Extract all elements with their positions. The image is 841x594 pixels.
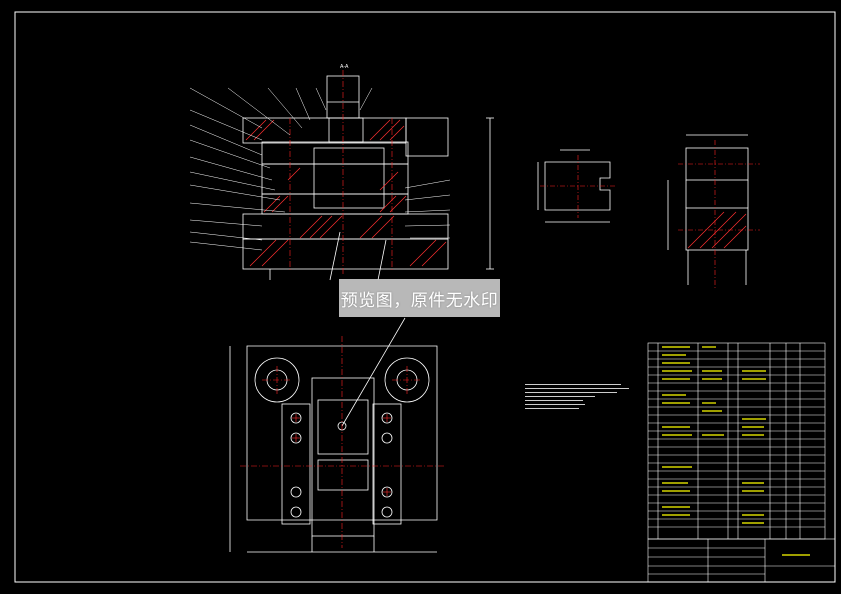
parts-list-text-marks — [662, 346, 810, 556]
strip-centerlines — [678, 140, 760, 290]
blank-part-sketch — [537, 149, 611, 223]
preview-watermark: 预览图，原件无水印 — [339, 279, 500, 317]
technical-requirements-notes — [525, 381, 635, 409]
section-hatching — [245, 119, 447, 267]
strip-hatching — [687, 211, 747, 249]
sheet-border — [14, 11, 836, 583]
plan-view — [229, 317, 438, 553]
section-centerlines — [289, 70, 393, 275]
part-leaders — [189, 87, 451, 251]
section-view — [242, 75, 494, 281]
plan-bolt-marks — [292, 414, 391, 496]
section-label: A-A — [340, 64, 349, 70]
blank-centerlines — [540, 155, 615, 218]
parts-list-table — [647, 342, 836, 583]
plan-centerlines — [240, 336, 445, 548]
strip-layout-sketch — [667, 134, 749, 285]
